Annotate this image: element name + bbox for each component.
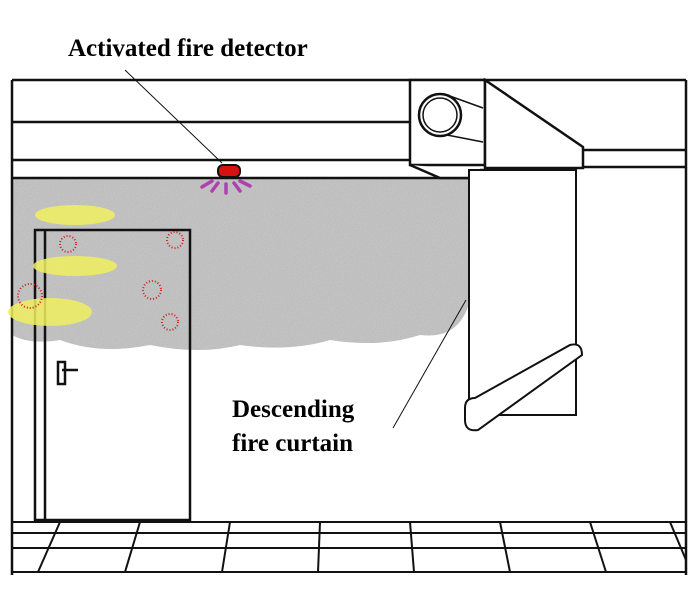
embers bbox=[17, 231, 184, 331]
door bbox=[33, 228, 192, 522]
alarm-signal-icon bbox=[200, 179, 252, 195]
smoke-cloud bbox=[12, 178, 470, 350]
room-outline bbox=[10, 78, 688, 575]
flames bbox=[8, 205, 117, 326]
detector-leader-line bbox=[124, 69, 223, 164]
floor-tiles bbox=[12, 521, 687, 573]
fire-detector-icon bbox=[200, 164, 252, 195]
curtain-label-line2: fire curtain bbox=[232, 430, 354, 457]
detector-label: Activated fire detector bbox=[68, 35, 308, 62]
curtain-leader-line bbox=[392, 299, 467, 429]
curtain-label-line1: Descending bbox=[232, 396, 355, 423]
fire-curtain bbox=[464, 169, 584, 432]
curtain-housing bbox=[408, 77, 585, 180]
